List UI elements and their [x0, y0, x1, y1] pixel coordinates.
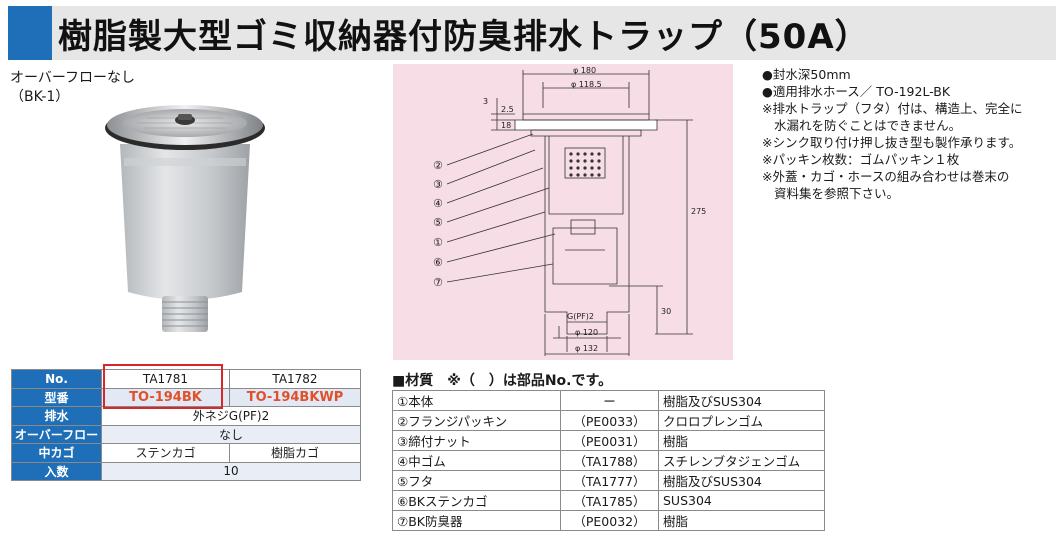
part-name: ②フランジパッキン [392, 410, 561, 431]
part-material: 樹脂 [658, 430, 825, 451]
part-name: ③締付ナット [392, 430, 561, 451]
dim-h3: 3 [483, 97, 488, 106]
table-row: 中カゴ ステンカゴ 樹脂カゴ [11, 443, 361, 463]
dim-h18: 18 [501, 121, 511, 130]
dim-d180: φ 180 [573, 66, 596, 75]
part-material: クロロプレンゴム [658, 410, 825, 431]
dim-thread: G(PF)2 [567, 312, 594, 321]
part-material: SUS304 [658, 490, 825, 511]
table-row: ③締付ナット （PE0031） 樹脂 [392, 430, 825, 451]
table-row: ⑤フタ （TA1777） 樹脂及びSUS304 [392, 470, 825, 491]
table-row: ⑥BKステンカゴ （TA1785） SUS304 [392, 490, 825, 511]
table-row: 排水 外ネジG(PF)2 [11, 406, 361, 426]
callout-5: ⑤ [433, 216, 443, 229]
dim-d118: φ 118.5 [571, 80, 602, 89]
table-cell: 10 [101, 461, 361, 481]
note-line: 資料集を参照下さい。 [774, 186, 900, 201]
dim-h275: 275 [691, 207, 706, 216]
dim-d132: φ 132 [575, 344, 598, 353]
part-name: ⑤フタ [392, 470, 561, 491]
table-row: ②フランジパッキン （PE0033） クロロプレンゴム [392, 410, 825, 431]
part-material: 樹脂及びSUS304 [658, 470, 825, 491]
note-line: ※パッキン枚数：ゴムパッキン１枚 [762, 152, 960, 167]
row-header: No. [11, 369, 102, 389]
table-cell: TA1781 [101, 369, 230, 389]
table-cell: 外ネジG(PF)2 [101, 406, 361, 426]
row-header: 入数 [11, 461, 102, 481]
dim-d120: φ 120 [575, 328, 598, 337]
row-header: 型番 [11, 387, 102, 407]
table-cell: ステンカゴ [101, 443, 230, 463]
overflow-label: オーバーフローなし [10, 70, 136, 86]
table-row: ⑦BK防臭器 （PE0032） 樹脂 [392, 510, 825, 531]
notes: ●封水深50mm ●適用排水ホース／ TO-192L-BK ※排水トラップ（フタ… [762, 66, 1058, 202]
materials-title: ■材質 ※（ ）は部品No.です。 [392, 373, 613, 389]
part-material: 樹脂 [658, 510, 825, 531]
table-row: オーバーフロー なし [11, 424, 361, 444]
callout-7: ⑦ [433, 276, 443, 289]
part-material: スチレンブタジェンゴム [658, 450, 825, 471]
callout-2: ② [433, 159, 443, 172]
variant-code: （BK-1） [10, 89, 70, 105]
note-line: ※排水トラップ（フタ）付は、構造上、完全に [762, 101, 1023, 116]
table-cell: なし [101, 424, 361, 444]
model-number: TO-194BK [101, 387, 230, 407]
title-bar [8, 6, 1056, 60]
dim-h25: 2.5 [501, 105, 514, 114]
part-number: （TA1777） [560, 470, 659, 491]
technical-drawing: φ 180 φ 118.5 3 2.5 18 275 30 G(PF)2 φ 1… [393, 64, 733, 360]
table-row: 型番 TO-194BK TO-194BKWP [11, 387, 361, 407]
part-name: ④中ゴム [392, 450, 561, 471]
note-line: ●封水深50mm [762, 67, 851, 82]
table-row: No. TA1781 TA1782 [11, 369, 361, 389]
table-cell: TA1782 [229, 369, 361, 389]
note-line: ※外蓋・カゴ・ホースの組み合わせは巻末の [762, 169, 1010, 184]
part-number: （PE0032） [560, 510, 659, 531]
table-row: ①本体 ー 樹脂及びSUS304 [392, 390, 825, 411]
callout-4: ④ [433, 197, 443, 210]
part-number: （PE0033） [560, 410, 659, 431]
note-line: ※シンク取り付け押し抜き型も製作承ります。 [762, 135, 1022, 150]
product-image [105, 105, 265, 332]
callout-6: ⑥ [433, 256, 443, 269]
spec-table: No. TA1781 TA1782 型番 TO-194BK TO-194BKWP… [11, 369, 361, 481]
note-line: ●適用排水ホース／ TO-192L-BK [762, 84, 951, 99]
note-line: 水漏れを防ぐことはできません。 [774, 118, 962, 133]
part-name: ⑦BK防臭器 [392, 510, 561, 531]
model-number: TO-194BKWP [229, 387, 361, 407]
part-number: ー [560, 390, 659, 411]
materials-table: ①本体 ー 樹脂及びSUS304 ②フランジパッキン （PE0033） クロロプ… [392, 390, 825, 531]
part-material: 樹脂及びSUS304 [658, 390, 825, 411]
part-number: （TA1788） [560, 450, 659, 471]
callout-1: ① [433, 236, 443, 249]
title-accent-block [8, 6, 52, 60]
dim-h30: 30 [661, 307, 671, 316]
row-header: 排水 [11, 406, 102, 426]
table-row: 入数 10 [11, 461, 361, 481]
part-name: ①本体 [392, 390, 561, 411]
callout-3: ③ [433, 178, 443, 191]
page-title: 樹脂製大型ゴミ収納器付防臭排水トラップ（50A） [58, 17, 870, 57]
table-cell: 樹脂カゴ [229, 443, 361, 463]
row-header: オーバーフロー [11, 424, 102, 444]
part-number: （PE0031） [560, 430, 659, 451]
table-row: ④中ゴム （TA1788） スチレンブタジェンゴム [392, 450, 825, 471]
part-number: （TA1785） [560, 490, 659, 511]
part-name: ⑥BKステンカゴ [392, 490, 561, 511]
row-header: 中カゴ [11, 443, 102, 463]
